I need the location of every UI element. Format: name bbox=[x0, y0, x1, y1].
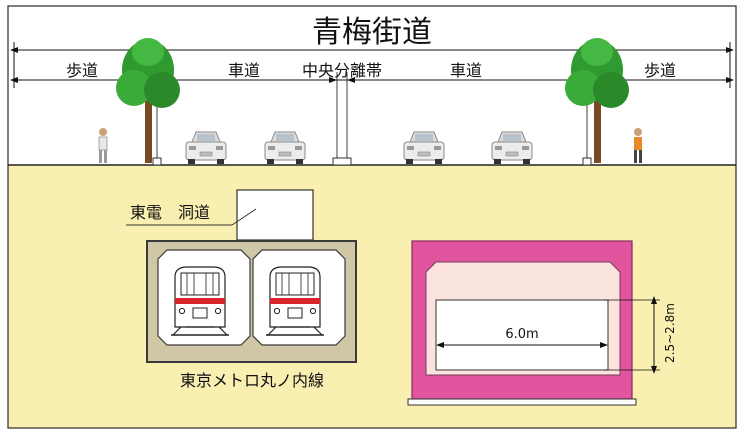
tree-icon bbox=[565, 38, 629, 163]
roadway-left-label: 車道 bbox=[228, 61, 260, 80]
tree-icon bbox=[116, 38, 180, 163]
car-icon bbox=[264, 131, 306, 165]
median-strip bbox=[332, 157, 352, 166]
sidewalk-right-label: 歩道 bbox=[644, 61, 676, 80]
median-label: 中央分離帯 bbox=[302, 61, 382, 80]
frame-border bbox=[7, 5, 737, 429]
car-icon bbox=[403, 131, 445, 165]
culvert-box bbox=[236, 189, 314, 241]
height-dimension-label: 2.5~2.8m bbox=[663, 303, 677, 363]
subway-line-label: 東京メトロ丸ノ内線 bbox=[180, 371, 324, 390]
car-icon bbox=[185, 131, 227, 165]
left-curb bbox=[152, 157, 162, 166]
sidewalk-left-label: 歩道 bbox=[66, 61, 98, 80]
pedestrian-icon bbox=[634, 128, 642, 163]
road-title: 青梅街道 bbox=[312, 15, 432, 50]
culvert-label: 東電 洞道 bbox=[130, 203, 210, 222]
roadway-right-label: 車道 bbox=[450, 61, 482, 80]
width-dimension-label: 6.0m bbox=[505, 327, 538, 342]
car-icon bbox=[491, 131, 533, 165]
train-front-icon bbox=[265, 266, 325, 336]
train-front-icon bbox=[170, 266, 230, 336]
right-curb bbox=[582, 157, 592, 166]
new-tunnel-section bbox=[407, 240, 637, 406]
pedestrian-icon bbox=[98, 128, 108, 163]
